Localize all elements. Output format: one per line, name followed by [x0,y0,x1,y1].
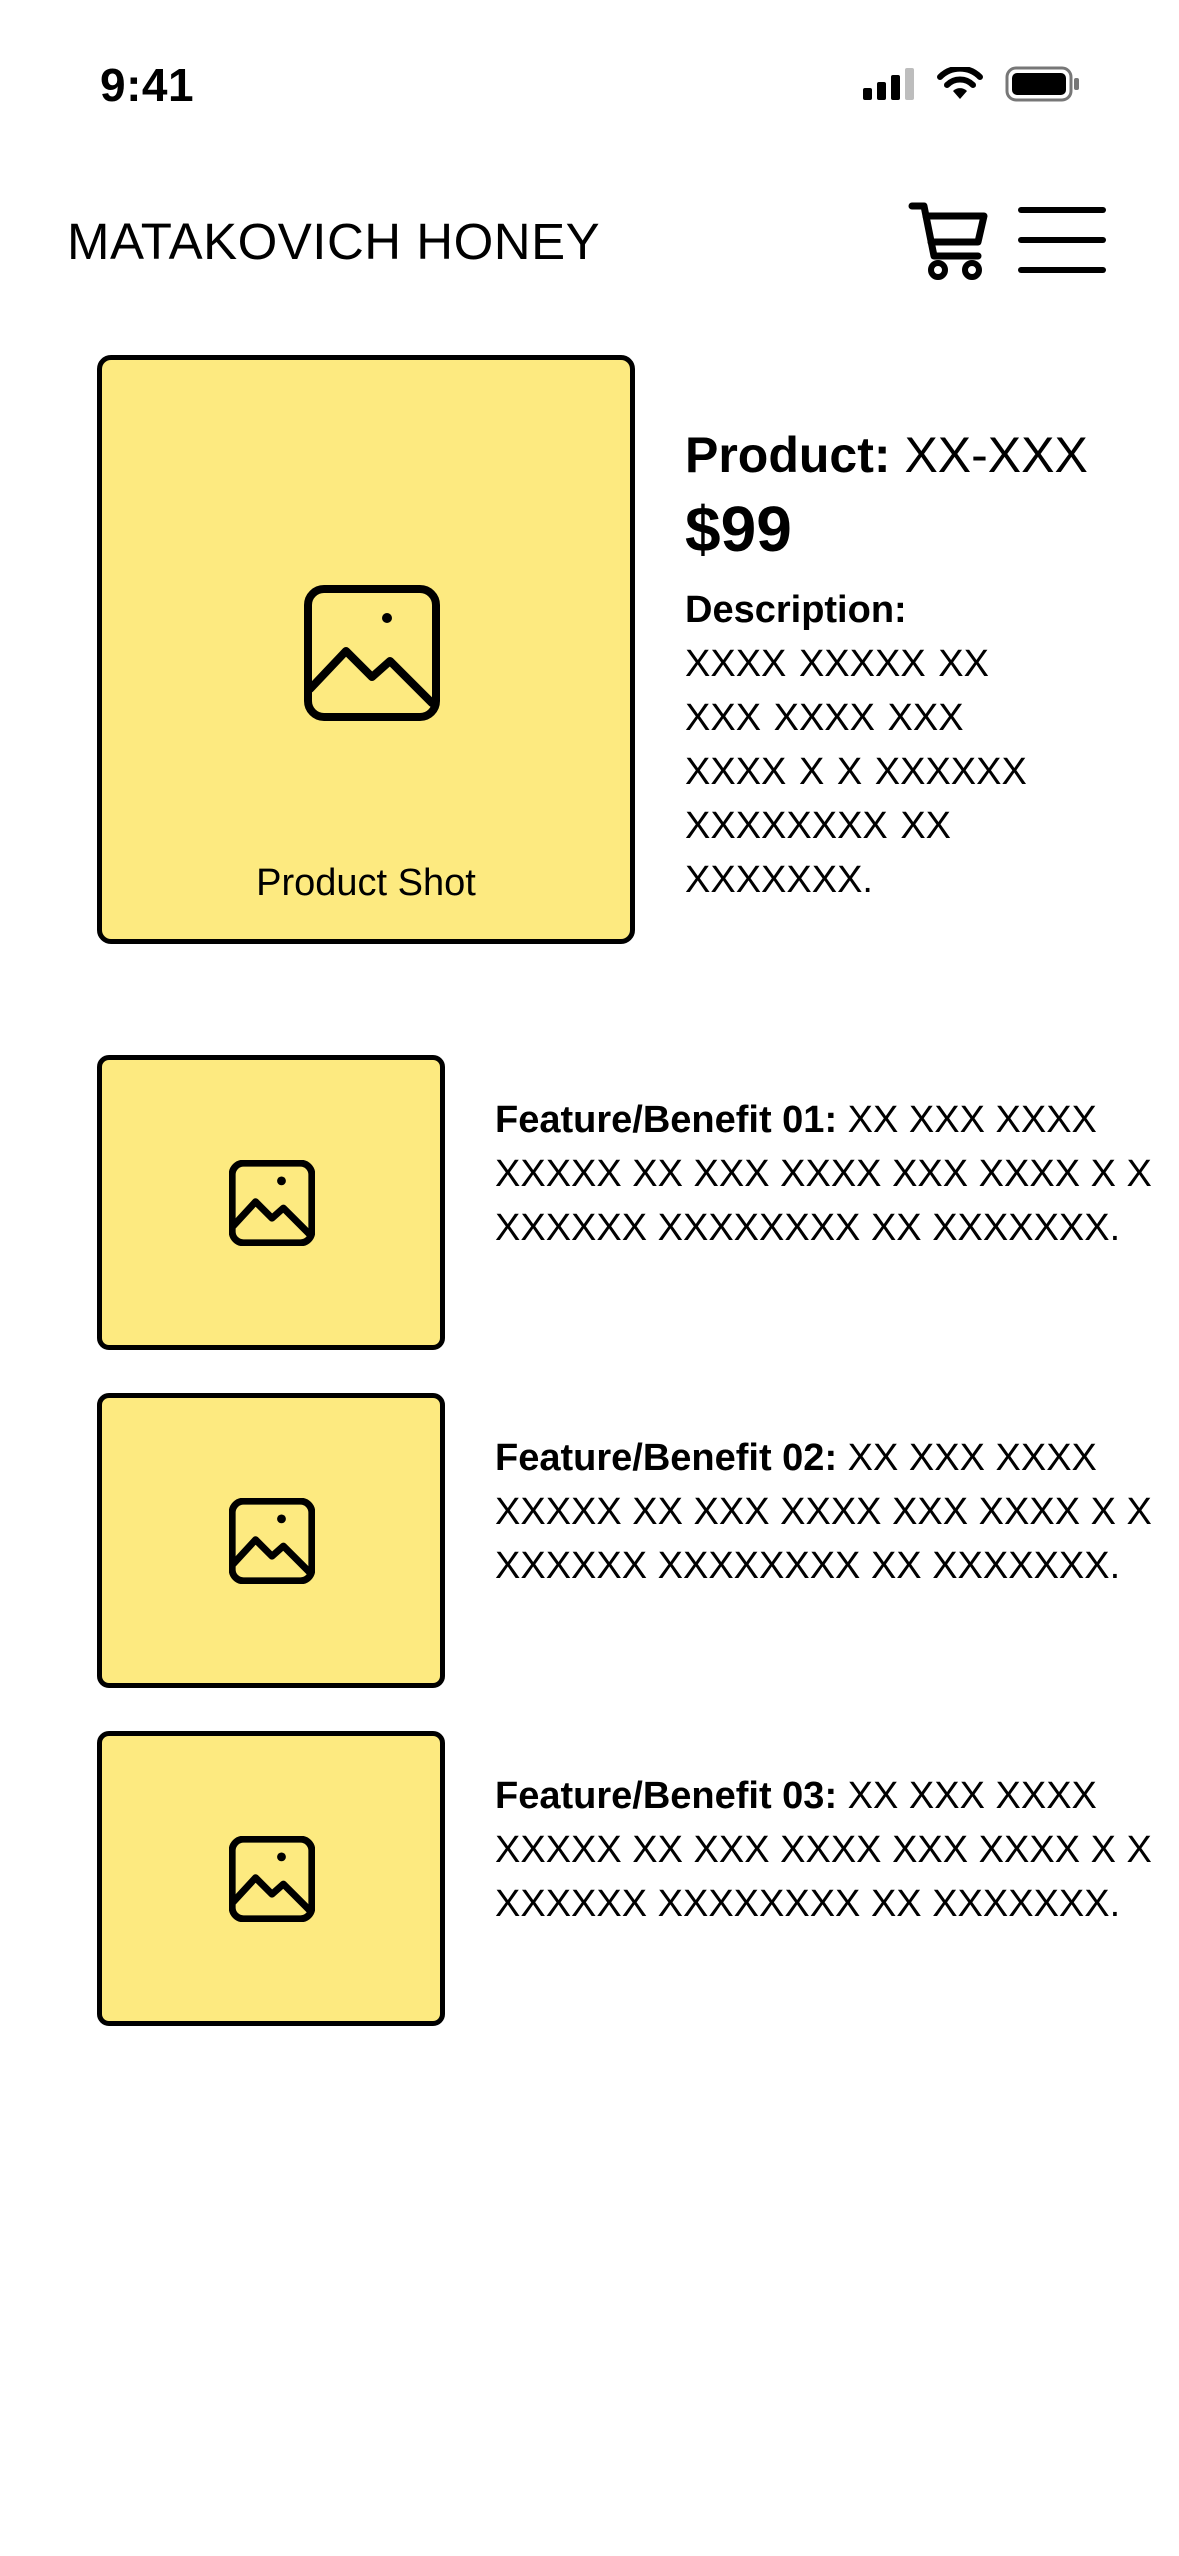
cellular-signal-icon [863,68,914,100]
product-shot-caption: Product Shot [256,862,476,904]
feature-row-01: Feature/Benefit 01: XX XXX XXXX XXXXX XX… [97,1055,1157,1350]
feature-label-01: Feature/Benefit 01: [495,1099,838,1141]
image-placeholder-icon [229,1160,315,1246]
brand-title: MATAKOVICH HONEY [67,213,601,270]
cart-button[interactable] [908,198,988,282]
feature-body-02: XX XXX XXXX XXXXX XX XXX XXXX XXX XXXX X… [495,1437,1152,1587]
status-time: 9:41 [100,59,195,111]
description-label: Description: [685,589,907,631]
feature-image-03[interactable] [97,1731,445,2026]
product-info: Product: XX-XXX $99 Description: XXXX XX… [685,425,1155,907]
image-placeholder-icon [304,585,440,721]
app-header: MATAKOVICH HONEY [0,190,1179,300]
product-code-line: Product: XX-XXX [685,425,1155,485]
feature-image-01[interactable] [97,1055,445,1350]
image-placeholder-icon [229,1836,315,1922]
product-label: Product: [685,427,891,483]
image-placeholder-icon [229,1498,315,1584]
feature-text-03: Feature/Benefit 03: XX XXX XXXX XXXXX XX… [495,1769,1157,1931]
cart-icon [908,202,988,280]
status-bar: 9:41 [0,0,1179,180]
wifi-icon [937,67,983,99]
feature-body-03: XX XXX XXXX XXXXX XX XXX XXXX XXX XXXX X… [495,1775,1152,1925]
feature-image-02[interactable] [97,1393,445,1688]
feature-label-02: Feature/Benefit 02: [495,1437,838,1479]
description-text: XXXX XXXXX XX XXX XXXX XXX XXXX X X XXXX… [685,643,1027,901]
battery-icon [1005,66,1079,102]
product-code: XX-XXX [904,427,1088,483]
feature-label-03: Feature/Benefit 03: [495,1775,838,1817]
feature-text-02: Feature/Benefit 02: XX XXX XXXX XXXXX XX… [495,1431,1157,1593]
product-shot-image[interactable]: Product Shot [97,355,635,944]
feature-row-03: Feature/Benefit 03: XX XXX XXXX XXXXX XX… [97,1731,1157,2026]
feature-body-01: XX XXX XXXX XXXXX XX XXX XXXX XXX XXXX X… [495,1099,1152,1249]
feature-text-01: Feature/Benefit 01: XX XXX XXXX XXXXX XX… [495,1093,1157,1255]
feature-row-02: Feature/Benefit 02: XX XXX XXXX XXXXX XX… [97,1393,1157,1688]
menu-button[interactable] [1016,204,1108,276]
hamburger-menu-icon [1018,207,1106,273]
status-icons [863,66,1081,102]
product-price: $99 [685,493,792,565]
